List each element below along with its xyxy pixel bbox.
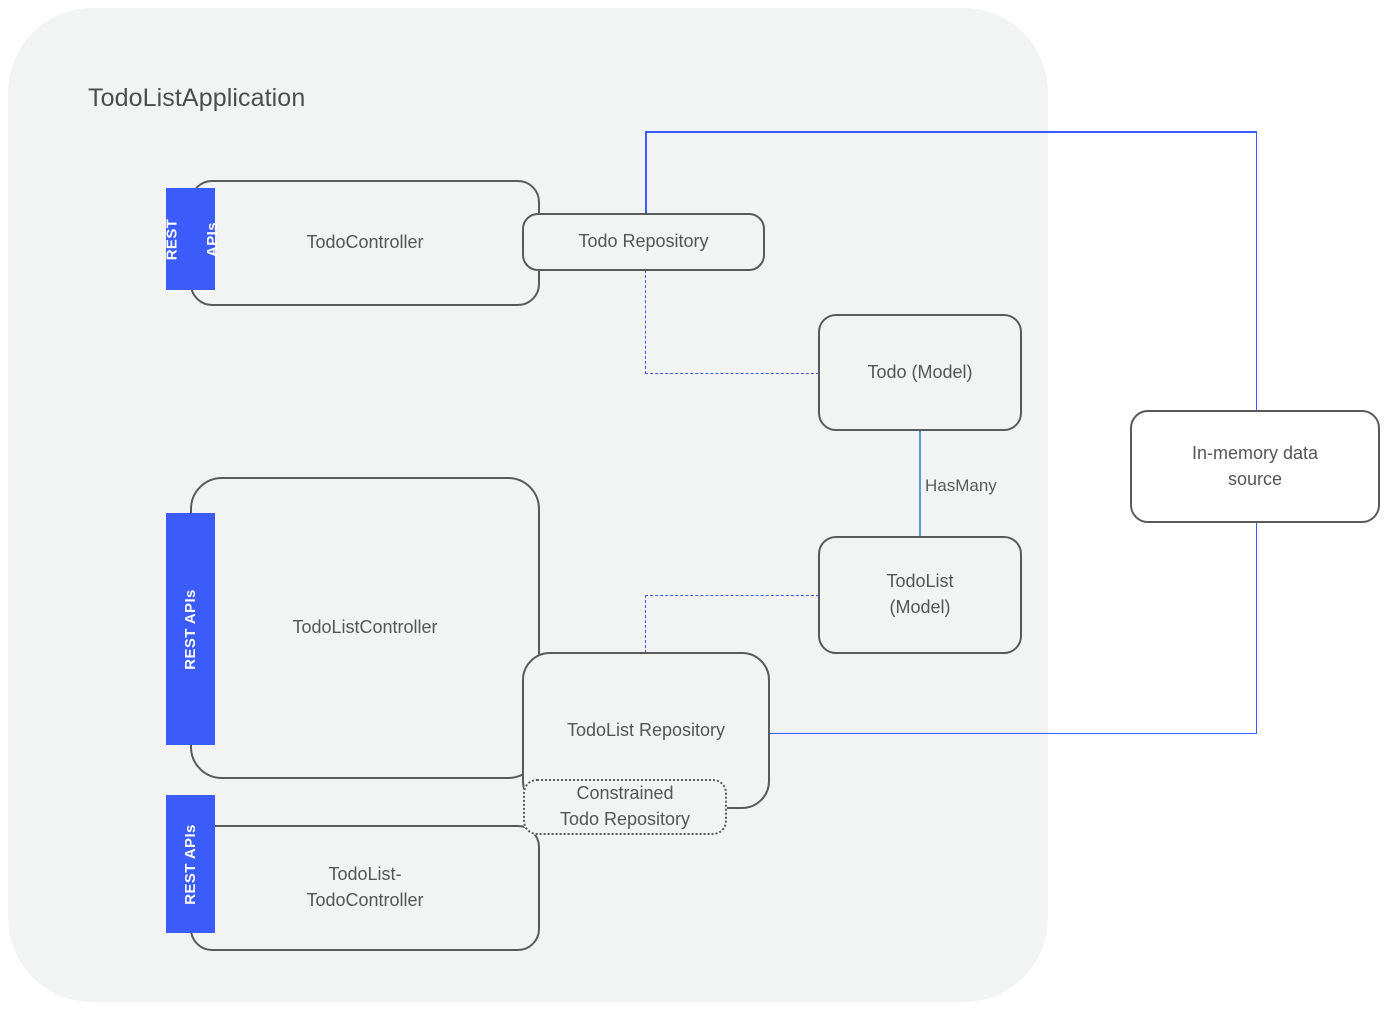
badge-rest-apis-todolist-todo-controller[interactable]: REST APIs xyxy=(166,795,215,933)
node-todolist-model[interactable]: TodoList (Model) xyxy=(818,536,1022,654)
application-title: TodoListApplication xyxy=(88,84,306,112)
badge-rest-apis-todo-controller-line1: REST xyxy=(163,218,181,260)
node-todolist-controller[interactable]: TodoListController xyxy=(190,477,540,779)
badge-rest-apis-todolist-controller[interactable]: REST APIs xyxy=(166,513,215,745)
node-constrained-todo-repository[interactable]: Constrained Todo Repository xyxy=(523,779,727,835)
connector-todo-repository-up xyxy=(645,132,647,214)
node-todo-repository[interactable]: Todo Repository xyxy=(522,213,765,271)
node-in-memory-data-source-label: In-memory data source xyxy=(1191,442,1319,489)
node-constrained-todo-repository-label: Constrained Todo Repository xyxy=(559,783,691,829)
connector-top-horizontal xyxy=(645,131,1257,133)
connector-todolist-repository-right xyxy=(768,732,1256,734)
node-in-memory-data-source[interactable]: In-memory data source xyxy=(1130,410,1380,523)
node-todo-model[interactable]: Todo (Model) xyxy=(818,314,1022,431)
node-todolist-repository-label: TodoList Repository xyxy=(566,719,726,740)
badge-rest-apis-todolist-todo-controller-label: REST APIs xyxy=(182,823,200,905)
badge-rest-apis-todo-controller[interactable]: REST APIs xyxy=(163,188,221,290)
dashed-todolist-model-to-repository xyxy=(645,595,819,596)
hasmany-arrow-icon xyxy=(914,419,926,536)
node-todo-model-label: Todo (Model) xyxy=(867,361,973,382)
badge-rest-apis-todo-controller-line2: APIs xyxy=(203,221,221,257)
dashed-todo-repository-to-model xyxy=(645,373,819,374)
dashed-todo-repository-down xyxy=(645,270,646,374)
node-todo-controller[interactable]: TodoController xyxy=(190,180,540,306)
node-todolist-model-label: TodoList (Model) xyxy=(886,571,954,617)
node-todo-repository-label: Todo Repository xyxy=(578,231,709,252)
hasmany-label: HasMany xyxy=(925,476,997,495)
node-todolist-controller-label: TodoListController xyxy=(292,617,438,638)
badge-rest-apis-todolist-controller-label: REST APIs xyxy=(182,588,200,670)
dashed-todolist-repository-up xyxy=(645,595,646,653)
node-todolist-todo-controller-label: TodoList- TodoController xyxy=(306,864,424,910)
node-todo-controller-label: TodoController xyxy=(306,232,424,253)
node-todolist-todo-controller[interactable]: TodoList- TodoController xyxy=(190,825,540,951)
